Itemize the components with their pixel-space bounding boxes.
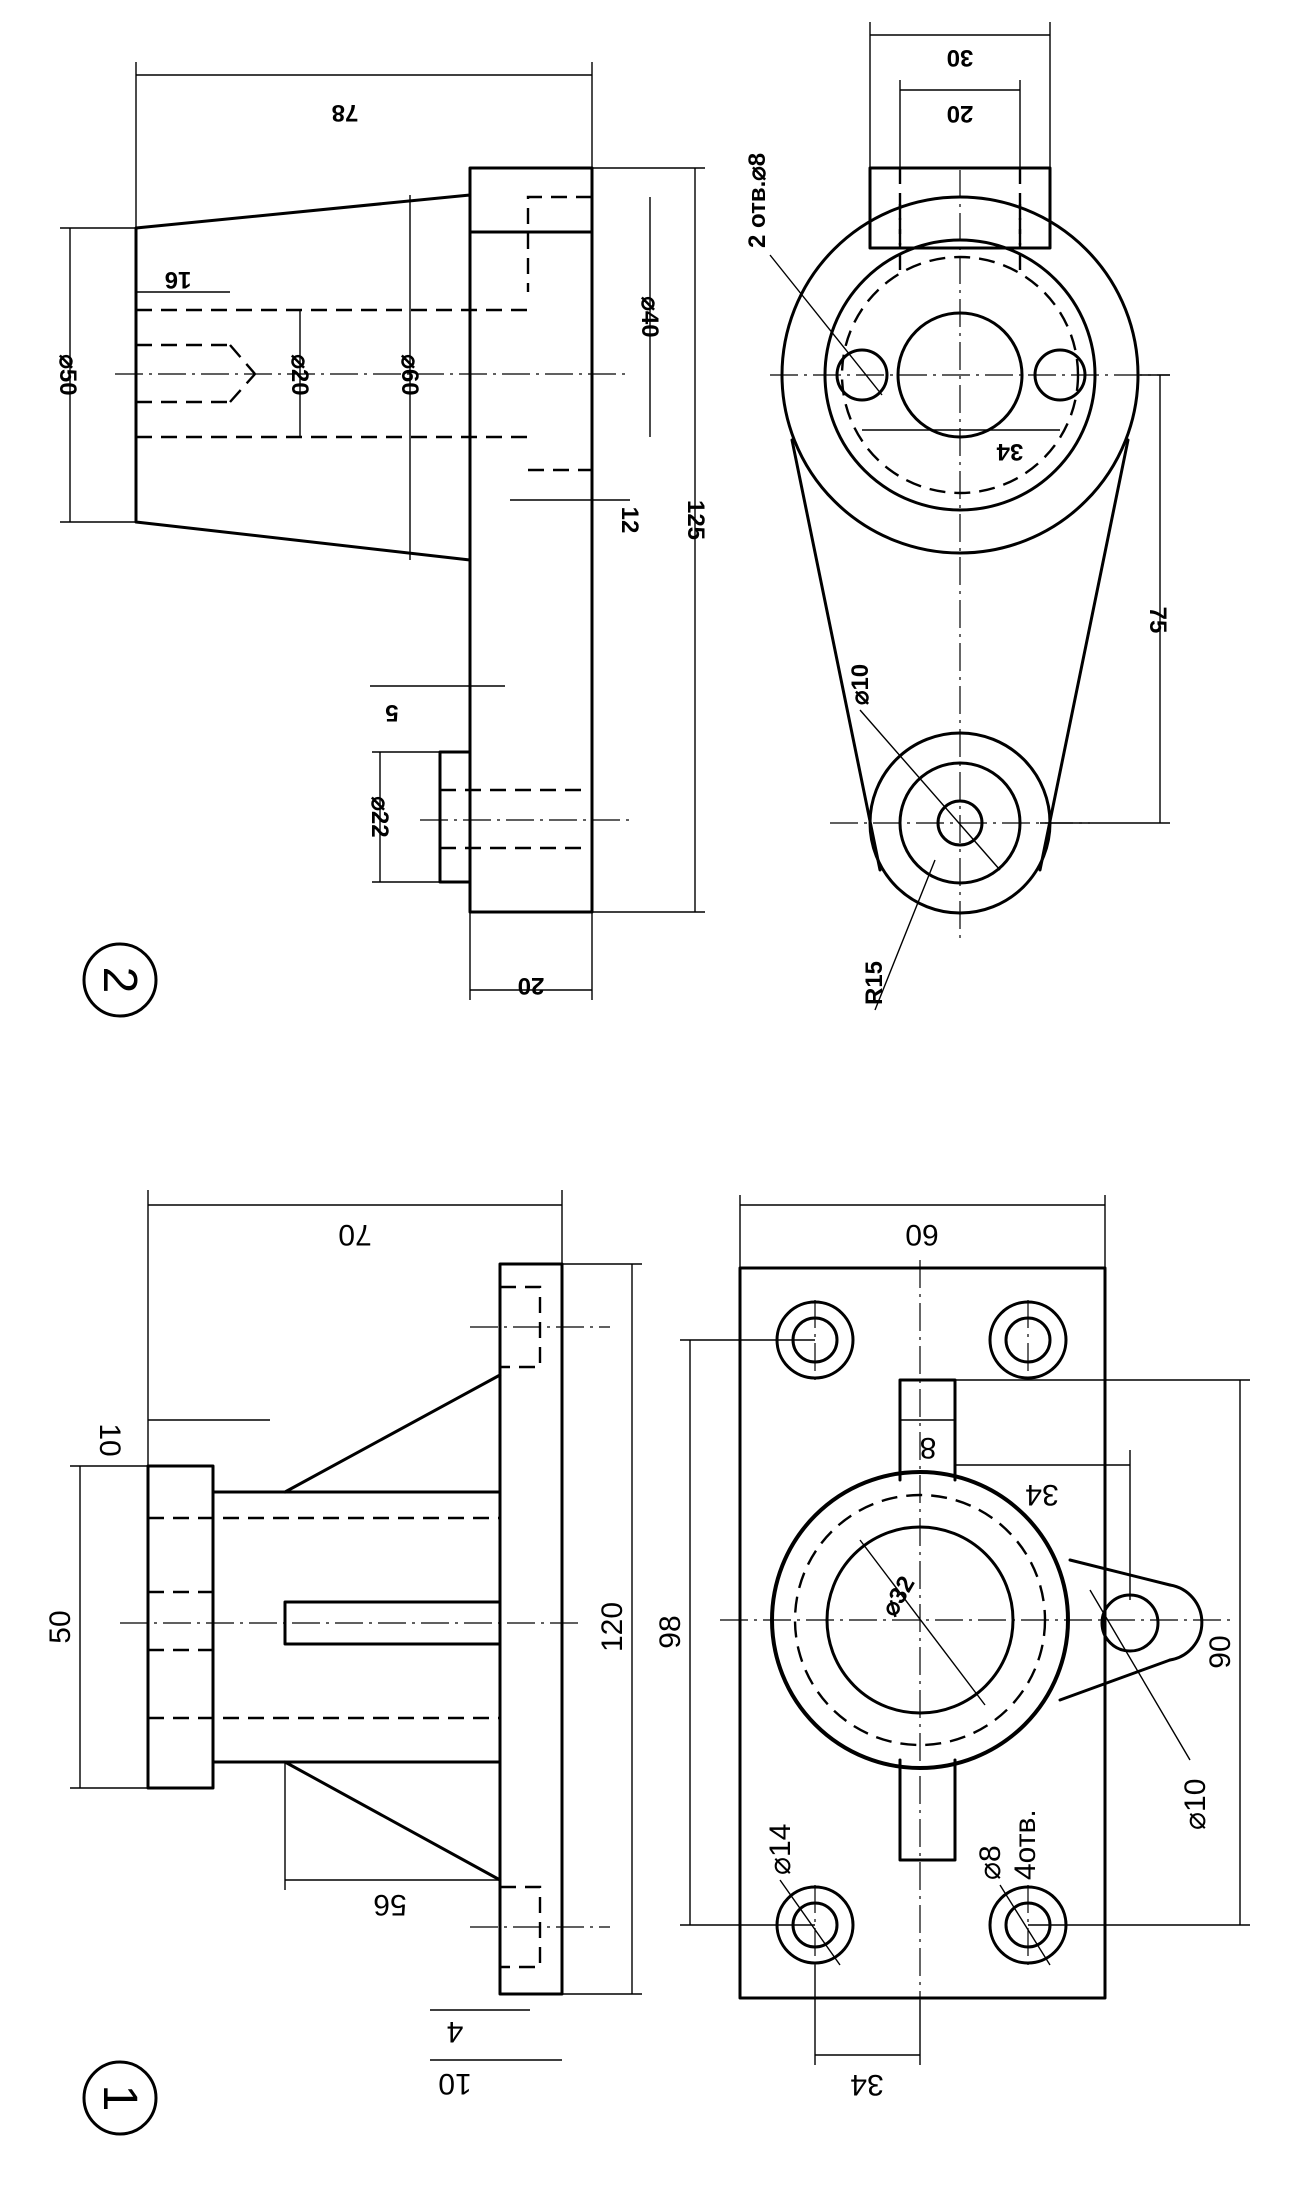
- fig2-base-plate: [468, 166, 594, 914]
- fig2-holes-note: 2 отв.⌀8: [744, 153, 771, 248]
- fig2-dim-50: ⌀50: [54, 354, 81, 395]
- fig2-dim-16: 16: [165, 266, 192, 293]
- fig1-dim-10: ⌀10: [1179, 1779, 1212, 1830]
- fig2-dim-125: 125: [682, 500, 709, 540]
- fig1-base: [498, 1262, 564, 1996]
- fig1-arm-hole: [1100, 1593, 1160, 1653]
- fig1-dim-98: 98: [654, 1615, 687, 1648]
- fig1-dim-14: ⌀14: [764, 1824, 797, 1875]
- fig1-holes-note: 4отв.: [1009, 1809, 1042, 1880]
- fig2-dim-10: ⌀10: [847, 664, 874, 705]
- fig1-dim-4: 4: [447, 2015, 464, 2048]
- fig1-dim-70: 70: [338, 1218, 371, 1251]
- fig2-label: 2: [93, 967, 146, 994]
- fig2-side-view: 78 ⌀50 16 ⌀20 ⌀60 ⌀40 12 125 5 ⌀22 20: [54, 62, 709, 1000]
- fig2-dim-75: 75: [1144, 607, 1171, 634]
- fig2-radius-15: R15: [861, 961, 888, 1005]
- fig1-dim-10b: 10: [438, 2067, 471, 2100]
- fig2-dim-5: 5: [385, 699, 398, 726]
- fig2-dim-20: ⌀20: [286, 354, 313, 395]
- fig1-dim-32: ⌀32: [877, 1572, 921, 1621]
- fig1-column: [211, 1490, 502, 1764]
- fig2-dim-34: 34: [996, 438, 1023, 465]
- fig1-dim-10: 10: [93, 1423, 126, 1456]
- fig1-label-badge: 1: [82, 2060, 158, 2136]
- fig2-plan-view: 30 20 2 отв.⌀8 34 75 ⌀10 R15: [744, 22, 1171, 1011]
- fig2-label-badge: 2: [82, 942, 158, 1018]
- fig1-dim-8: 8: [920, 1431, 937, 1464]
- fig1-dim-50: 50: [44, 1610, 77, 1643]
- fig1-plan-view: 60 98 8 34 90 ⌀32 ⌀14 ⌀8 4отв. ⌀10 34: [654, 1195, 1250, 2101]
- fig2-dim-12: 12: [616, 507, 643, 534]
- fig1-label: 1: [93, 2085, 146, 2112]
- fig1-dim-90: 90: [1204, 1635, 1237, 1668]
- fig1-front-view: 70 10 50 120 56 4 10: [44, 1190, 642, 2100]
- fig2-dim-20-slot: 20: [947, 100, 974, 127]
- fig1-dim-120: 120: [596, 1602, 629, 1652]
- fig2-dim-22: ⌀22: [366, 796, 393, 837]
- fig2-dim-30: 30: [947, 44, 974, 71]
- fig1-dim-34-right: 34: [1025, 1478, 1058, 1511]
- fig2-dim-20b: 20: [518, 972, 545, 999]
- fig1-dim-60: 60: [905, 1218, 938, 1251]
- fig2-dim-78: 78: [332, 99, 359, 126]
- fig2-dim-40: ⌀40: [636, 296, 663, 337]
- fig1-dim-56: 56: [373, 1888, 406, 1921]
- fig1-top-cap: [146, 1464, 215, 1790]
- fig2-small-boss: [438, 750, 472, 884]
- fig2-dim-60: ⌀60: [396, 354, 423, 395]
- fig1-dim-8b: ⌀8: [974, 1845, 1007, 1880]
- fig1-dim-34-bottom: 34: [850, 2068, 883, 2101]
